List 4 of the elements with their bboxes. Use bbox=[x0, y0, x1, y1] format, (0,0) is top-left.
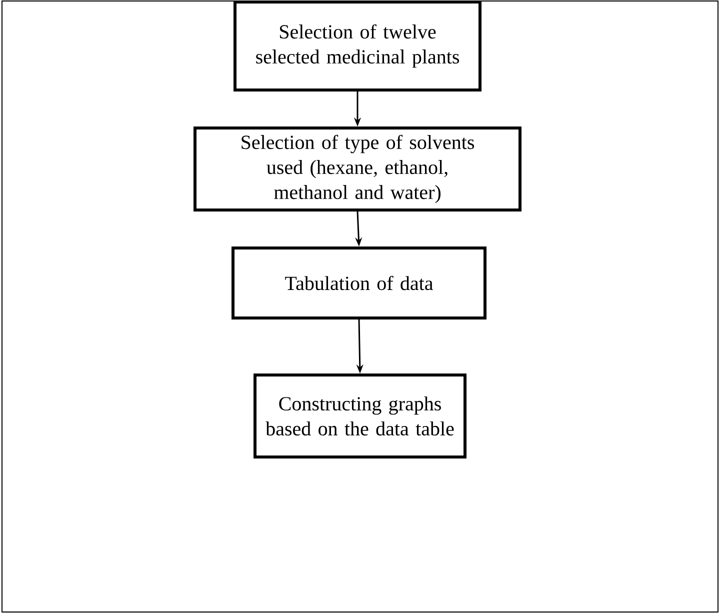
process-box: Constructing graphs based on the data table bbox=[254, 374, 466, 458]
process-box: Selection of type of solvents used (hexane, ethanol, methanol and water) bbox=[194, 126, 522, 212]
process-box: Tabulation of data bbox=[232, 246, 486, 320]
process-box: Selection of twelve selected medicinal plants bbox=[234, 0, 482, 92]
